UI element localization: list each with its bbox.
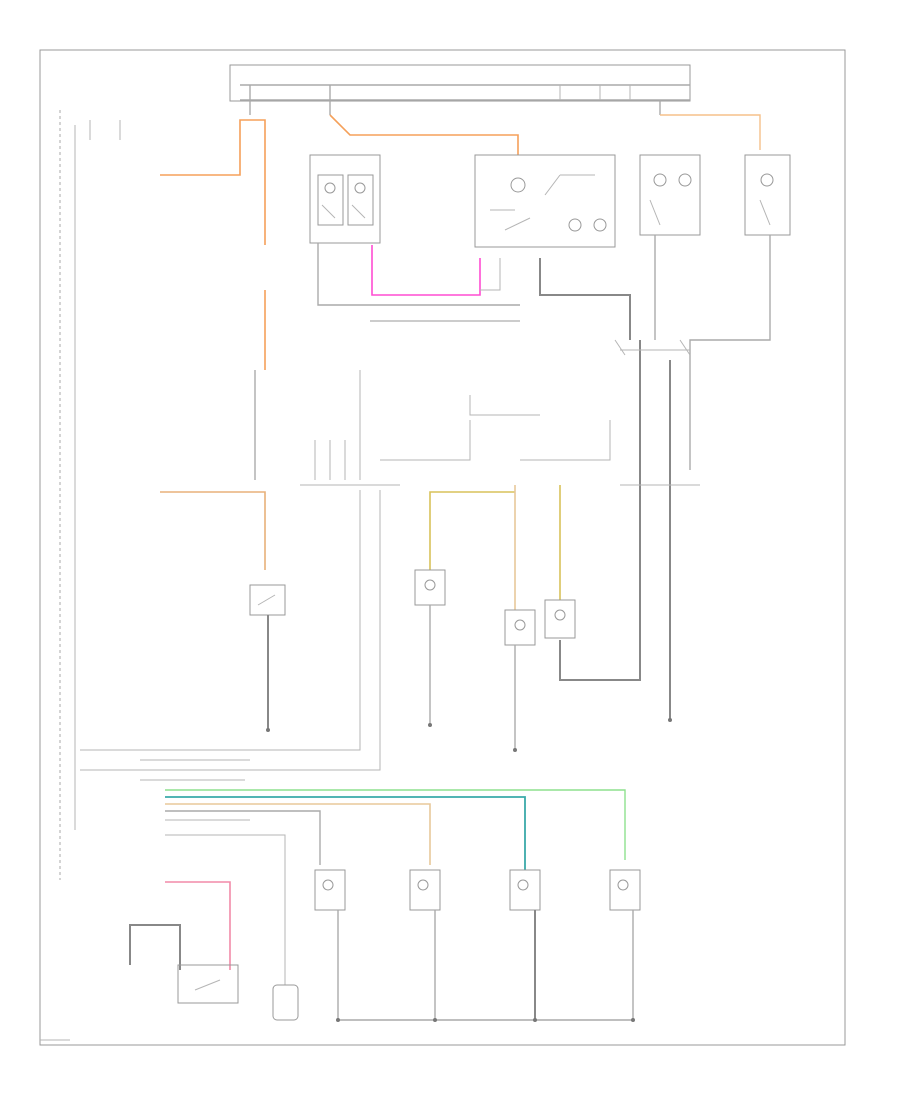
relay-block-left [309, 154, 381, 244]
lamp-mid-left [414, 569, 446, 727]
switch-module-center [474, 154, 616, 248]
magenta-wire [371, 245, 481, 296]
top-power-bus [229, 64, 691, 115]
orange-wires [160, 114, 761, 570]
left-feed-lines [59, 110, 121, 880]
lower-lamp-2 [409, 869, 441, 1020]
yellow-tan-wires [429, 485, 561, 610]
lower-ground-bus [336, 1018, 635, 1022]
diagram-frame [39, 49, 846, 1046]
ground-right [668, 718, 672, 722]
lower-lamp-1 [314, 869, 346, 1020]
gray-wires [80, 235, 771, 771]
door-switch-left [249, 584, 286, 732]
lamp-mid-right [544, 599, 576, 639]
lower-lamp-4 [609, 869, 641, 1020]
connector-junction [300, 339, 700, 486]
lamp-mid-center [504, 609, 536, 752]
sensor-block-right [639, 154, 791, 236]
lower-harness [140, 759, 626, 985]
bottom-left-module [129, 924, 299, 1021]
lower-lamp-3 [509, 869, 541, 1020]
